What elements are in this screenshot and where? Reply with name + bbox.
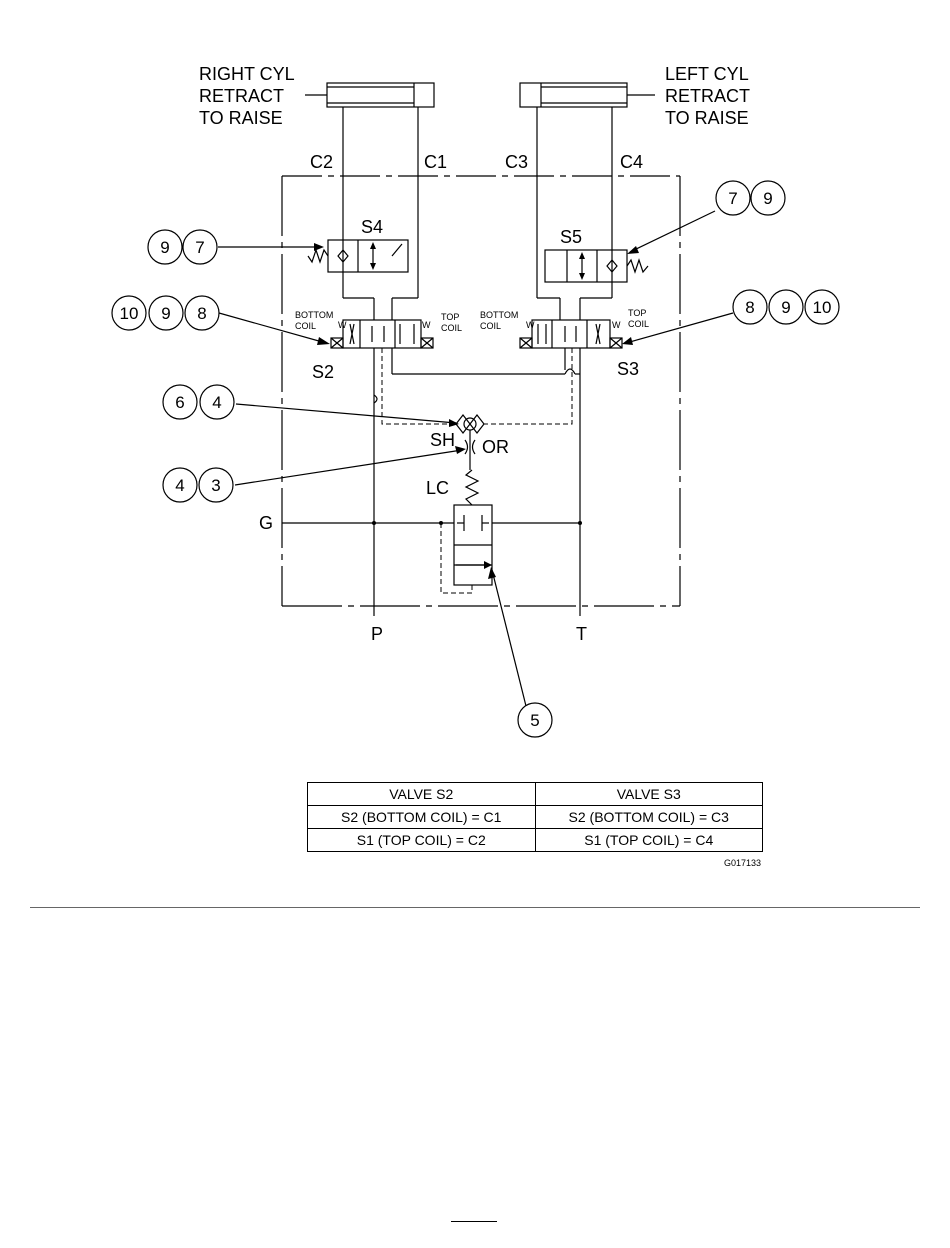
table-header: VALVE S3 xyxy=(535,783,763,806)
svg-text:BOTTOM: BOTTOM xyxy=(480,310,518,320)
callout-leaders xyxy=(218,211,733,706)
svg-text:COIL: COIL xyxy=(480,321,501,331)
svg-text:TOP: TOP xyxy=(628,308,646,318)
svg-text:W: W xyxy=(338,320,347,330)
port-c4-label: C4 xyxy=(620,152,643,172)
svg-text:S2: S2 xyxy=(312,362,334,382)
pilot-lines xyxy=(382,348,572,593)
valve-coil-table: VALVE S2 VALVE S3 S2 (BOTTOM COIL) = C1 … xyxy=(307,782,763,852)
port-c2-label: C2 xyxy=(310,152,333,172)
svg-text:TO RAISE: TO RAISE xyxy=(199,108,283,128)
svg-text:RIGHT CYL: RIGHT CYL xyxy=(199,64,295,84)
svg-text:4: 4 xyxy=(175,476,184,495)
figure-id: G017133 xyxy=(724,858,761,868)
svg-text:W: W xyxy=(526,320,535,330)
svg-text:S4: S4 xyxy=(361,217,383,237)
valve-s2: W W S2 xyxy=(312,320,433,382)
svg-text:TO RAISE: TO RAISE xyxy=(665,108,749,128)
svg-text:S5: S5 xyxy=(560,227,582,247)
svg-text:8: 8 xyxy=(197,304,206,323)
svg-text:OR: OR xyxy=(482,437,509,457)
shuttle-valve-sh: SH xyxy=(430,415,484,450)
svg-text:10: 10 xyxy=(120,304,139,323)
svg-text:3: 3 xyxy=(211,476,220,495)
table-cell: S2 (BOTTOM COIL) = C3 xyxy=(535,806,763,829)
svg-text:W: W xyxy=(612,320,621,330)
callout-or: 4 3 xyxy=(163,468,233,502)
left-cylinder xyxy=(520,83,655,107)
work-lines xyxy=(343,107,612,320)
callout-s5: 7 9 xyxy=(716,181,785,215)
svg-text:BOTTOM: BOTTOM xyxy=(295,310,333,320)
svg-text:LEFT CYL: LEFT CYL xyxy=(665,64,749,84)
divider xyxy=(30,907,920,908)
svg-text:TOP: TOP xyxy=(441,312,459,322)
port-g-label: G xyxy=(259,513,273,533)
svg-text:S3: S3 xyxy=(617,359,639,379)
svg-text:SH: SH xyxy=(430,430,455,450)
svg-text:9: 9 xyxy=(763,189,772,208)
svg-text:6: 6 xyxy=(175,393,184,412)
table-cell: S1 (TOP COIL) = C2 xyxy=(308,829,536,852)
svg-text:COIL: COIL xyxy=(628,319,649,329)
callout-sh: 6 4 xyxy=(163,385,234,419)
svg-text:LC: LC xyxy=(426,478,449,498)
svg-text:W: W xyxy=(422,320,431,330)
svg-text:5: 5 xyxy=(530,711,539,730)
svg-text:9: 9 xyxy=(161,304,170,323)
svg-text:7: 7 xyxy=(728,189,737,208)
svg-text:9: 9 xyxy=(781,298,790,317)
port-c1-label: C1 xyxy=(424,152,447,172)
svg-text:4: 4 xyxy=(212,393,221,412)
callout-s3: 8 9 10 xyxy=(733,290,839,324)
callout-lc: 5 xyxy=(518,703,552,737)
valve-s4: S4 xyxy=(308,217,408,272)
callout-s2: 10 9 8 xyxy=(112,296,219,330)
page-footer-rule xyxy=(451,1221,497,1222)
logic-cartridge-lc: LC xyxy=(426,470,492,585)
port-c3-label: C3 xyxy=(505,152,528,172)
svg-text:9: 9 xyxy=(160,238,169,257)
valve-s5: S5 xyxy=(545,227,648,282)
table-header-row: VALVE S2 VALVE S3 xyxy=(308,783,763,806)
port-t-label: T xyxy=(576,624,587,644)
port-p-label: P xyxy=(371,624,383,644)
table-header: VALVE S2 xyxy=(308,783,536,806)
svg-text:RETRACT: RETRACT xyxy=(665,86,750,106)
right-cylinder xyxy=(305,83,434,107)
table-cell: S1 (TOP COIL) = C4 xyxy=(535,829,763,852)
table-cell: S2 (BOTTOM COIL) = C1 xyxy=(308,806,536,829)
orifice-or: OR xyxy=(465,430,509,470)
svg-text:8: 8 xyxy=(745,298,754,317)
left-cylinder-label: LEFT CYL RETRACT TO RAISE xyxy=(665,64,750,128)
callout-s4: 9 7 xyxy=(148,230,217,264)
svg-text:RETRACT: RETRACT xyxy=(199,86,284,106)
svg-text:COIL: COIL xyxy=(295,321,316,331)
right-cylinder-label: RIGHT CYL RETRACT TO RAISE xyxy=(199,64,295,128)
table-row: S2 (BOTTOM COIL) = C1 S2 (BOTTOM COIL) =… xyxy=(308,806,763,829)
svg-text:10: 10 xyxy=(813,298,832,317)
svg-text:7: 7 xyxy=(195,238,204,257)
svg-text:COIL: COIL xyxy=(441,323,462,333)
table-row: S1 (TOP COIL) = C2 S1 (TOP COIL) = C4 xyxy=(308,829,763,852)
